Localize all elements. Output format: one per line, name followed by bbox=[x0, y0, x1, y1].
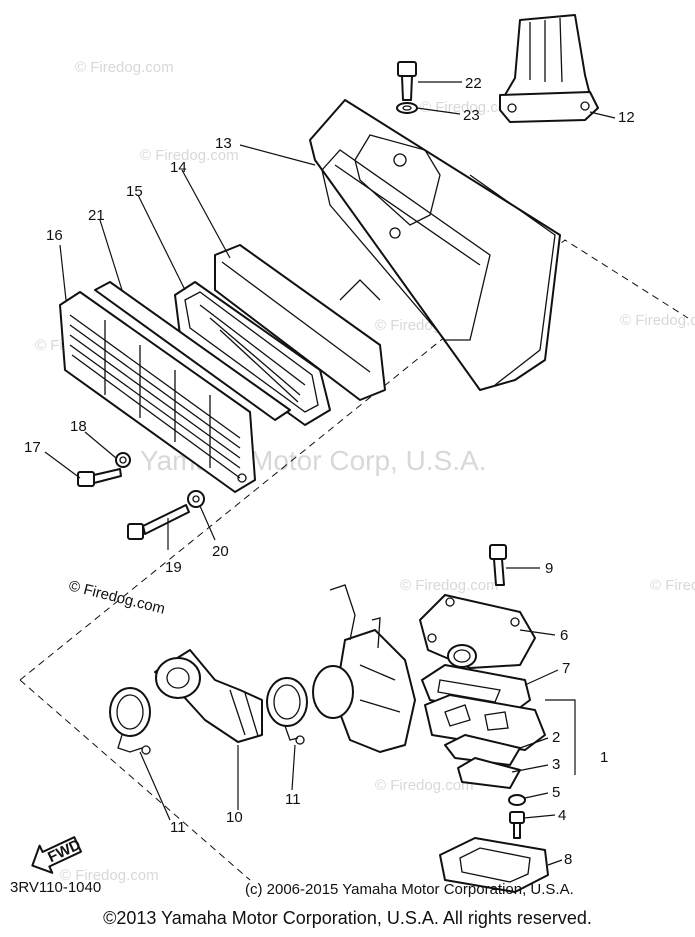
part-label-14: 14 bbox=[170, 159, 187, 176]
part-label-4: 4 bbox=[558, 807, 566, 824]
washer-5 bbox=[508, 794, 526, 806]
part-label-9: 9 bbox=[545, 560, 553, 577]
joint-10 bbox=[154, 649, 263, 743]
part-label-10: 10 bbox=[226, 809, 243, 826]
leader-lines bbox=[44, 81, 616, 866]
watermark: © Firedog.com bbox=[375, 777, 474, 794]
watermark: © Firedog.com bbox=[60, 867, 159, 884]
reed-plate-2 bbox=[444, 734, 521, 766]
bolt-19 bbox=[127, 504, 190, 540]
cover-16 bbox=[59, 291, 256, 493]
part-label-23: 23 bbox=[463, 107, 480, 124]
watermark: © Firedog.com bbox=[75, 59, 174, 76]
screw-4 bbox=[509, 811, 525, 839]
part-label-8: 8 bbox=[564, 851, 572, 868]
clamp-11-right bbox=[266, 677, 308, 745]
part-label-19: 19 bbox=[165, 559, 182, 576]
reed-housing-6 bbox=[419, 594, 536, 669]
part-label-16: 16 bbox=[46, 227, 63, 244]
part-labels: 1 2 3 4 5 6 7 8 9 10 11 11 12 13 14 15 1… bbox=[24, 75, 635, 868]
assembly-boundary bbox=[19, 239, 689, 881]
washer-20 bbox=[187, 490, 205, 508]
filter-element-14 bbox=[214, 244, 386, 401]
part-label-6: 6 bbox=[560, 627, 568, 644]
part-label-1: 1 bbox=[600, 749, 608, 766]
part-label-17: 17 bbox=[24, 439, 41, 456]
reed-valve-assembly-1 bbox=[424, 694, 546, 789]
part-label-5: 5 bbox=[552, 784, 560, 801]
part-label-22: 22 bbox=[465, 75, 482, 92]
bolt-22 bbox=[397, 61, 417, 101]
air-box-13 bbox=[309, 99, 561, 391]
part-label-2: 2 bbox=[552, 729, 560, 746]
part-label-18: 18 bbox=[70, 418, 87, 435]
part-label-15: 15 bbox=[126, 183, 143, 200]
bolt-17 bbox=[77, 468, 122, 487]
carburetor bbox=[312, 584, 416, 753]
part-label-3: 3 bbox=[552, 756, 560, 773]
bolt-9 bbox=[489, 544, 507, 586]
washer-18 bbox=[115, 452, 131, 468]
diagram-code: 3RV110-1040 bbox=[10, 879, 101, 896]
part-label-13: 13 bbox=[215, 135, 232, 152]
part-label-11-left: 11 bbox=[170, 819, 186, 836]
washer-23 bbox=[396, 102, 418, 114]
watermarks: © Firedog.com © Firedog.com © Firedog.co… bbox=[35, 59, 695, 884]
watermark: © Firedog.com bbox=[140, 147, 239, 164]
part-label-21: 21 bbox=[88, 207, 105, 224]
watermark: © Firedog.com bbox=[400, 577, 499, 594]
part-label-20: 20 bbox=[212, 543, 229, 560]
inlet-duct-12 bbox=[499, 14, 599, 123]
watermark: © Firedog.com bbox=[620, 312, 695, 329]
gasket-8 bbox=[439, 837, 549, 893]
part-label-11-right: 11 bbox=[285, 791, 301, 808]
part-label-12: 12 bbox=[618, 109, 635, 126]
small-copyright: (c) 2006-2015 Yamaha Motor Corporation, … bbox=[245, 881, 574, 898]
copyright-footer: ©2013 Yamaha Motor Corporation, U.S.A. A… bbox=[103, 908, 592, 928]
reed-stopper-3 bbox=[457, 757, 521, 789]
firedog-overlay-text: © Firedog.com bbox=[67, 577, 167, 617]
clamp-11-left bbox=[109, 687, 151, 755]
part-label-7: 7 bbox=[562, 660, 570, 677]
watermark: © Firedog.com bbox=[650, 577, 695, 594]
seal-21 bbox=[94, 281, 291, 421]
